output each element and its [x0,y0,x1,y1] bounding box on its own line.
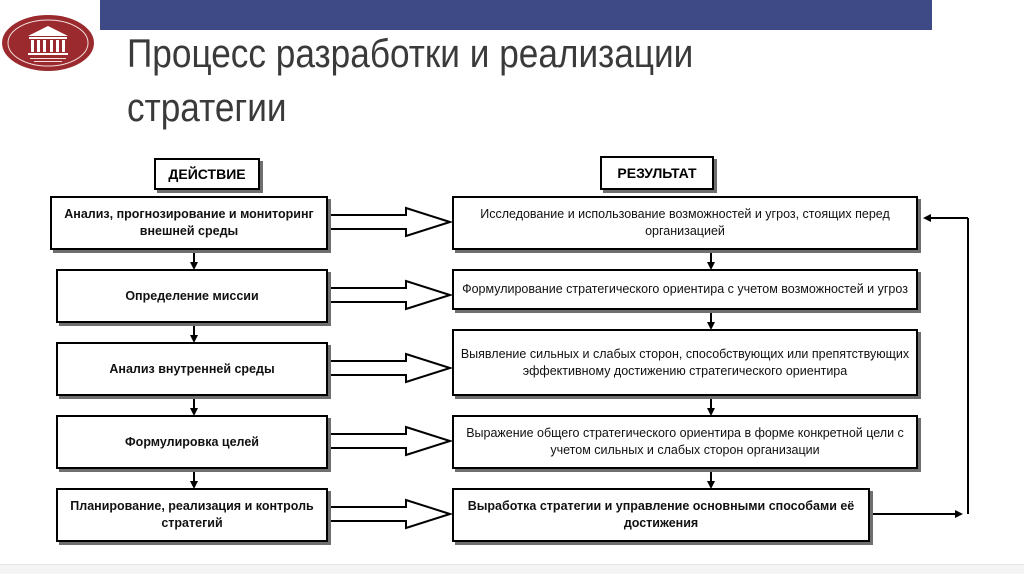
result-box: Выработка стратегии и управление основны… [452,488,870,542]
action-box-text: Формулировка целей [125,434,259,449]
result-box-text: Выражение общего стратегического ориенти… [466,426,904,457]
slide-title: Процесс разработки и реализации стратеги… [127,32,694,130]
result-box: Выражение общего стратегического ориенти… [452,415,918,469]
result-box-text: Выработка стратегии и управление основны… [467,499,855,530]
university-logo [0,12,100,74]
header-bar [100,0,932,30]
slide-bottom-edge [0,564,1024,574]
result-box: Формулирование стратегического ориентира… [452,269,918,310]
action-box: Анализ, прогнозирование и мониторинг вне… [50,196,328,250]
result-header: РЕЗУЛЬТАТ [600,156,714,190]
feedback-loop [872,214,969,518]
result-box-text: Исследование и использование возможносте… [480,207,890,238]
result-box-text: Выявление сильных и слабых сторон, спосо… [460,346,910,378]
action-to-result-arrows [329,206,454,530]
strategy-process-diagram: ДЕЙСТВИЕ РЕЗУЛЬТАТ Анализ, прогнозирован… [40,150,972,554]
diagram-connectors [190,206,969,530]
action-box-text: Анализ, прогнозирование и мониторинг вне… [64,207,314,238]
action-header: ДЕЙСТВИЕ [154,158,260,190]
action-box: Формулировка целей [56,415,328,469]
action-box-text: Определение миссии [125,288,259,303]
action-box-text: Планирование, реализация и контроль стра… [70,499,314,530]
result-box: Выявление сильных и слабых сторон, спосо… [452,329,918,396]
result-box: Исследование и использование возможносте… [452,196,918,250]
action-box: Планирование, реализация и контроль стра… [56,488,328,542]
action-box-text: Анализ внутренней среды [109,361,275,376]
result-box-text: Формулирование стратегического ориентира… [462,282,908,296]
action-box: Определение миссии [56,269,328,323]
action-box: Анализ внутренней среды [56,342,328,396]
